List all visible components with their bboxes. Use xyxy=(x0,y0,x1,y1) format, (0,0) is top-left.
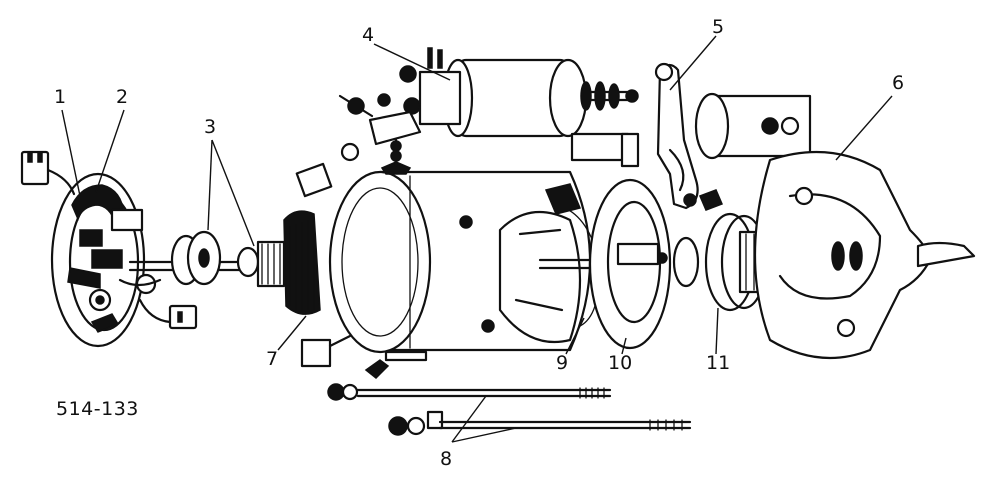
solenoid-bracket xyxy=(338,93,422,146)
intermediate-bracket xyxy=(588,178,672,350)
callout-8: 8 xyxy=(440,448,453,470)
callout-10: 10 xyxy=(608,352,633,374)
figure-id-label: 514-133 xyxy=(56,398,139,420)
end-bracket-assembly xyxy=(50,172,162,348)
drive-end-housing xyxy=(694,92,976,360)
terminal-plug xyxy=(20,150,76,196)
engaging-lever xyxy=(654,62,723,211)
callout-7: 7 xyxy=(266,348,279,370)
lead-connector xyxy=(138,298,198,330)
callout-3: 3 xyxy=(204,116,217,138)
callout-1: 1 xyxy=(54,86,67,108)
leader-lines xyxy=(61,35,893,443)
callout-4: 4 xyxy=(362,24,375,46)
callout-9: 9 xyxy=(556,352,569,374)
mounting-screw xyxy=(364,350,428,380)
through-bolts xyxy=(327,383,692,436)
solenoid-assembly xyxy=(399,47,640,168)
callout-5: 5 xyxy=(712,16,725,38)
callout-6: 6 xyxy=(892,72,905,94)
callout-2: 2 xyxy=(116,86,129,108)
armature-commutator xyxy=(256,210,321,315)
field-coil-terminals xyxy=(295,142,360,368)
callout-11: 11 xyxy=(706,352,731,374)
